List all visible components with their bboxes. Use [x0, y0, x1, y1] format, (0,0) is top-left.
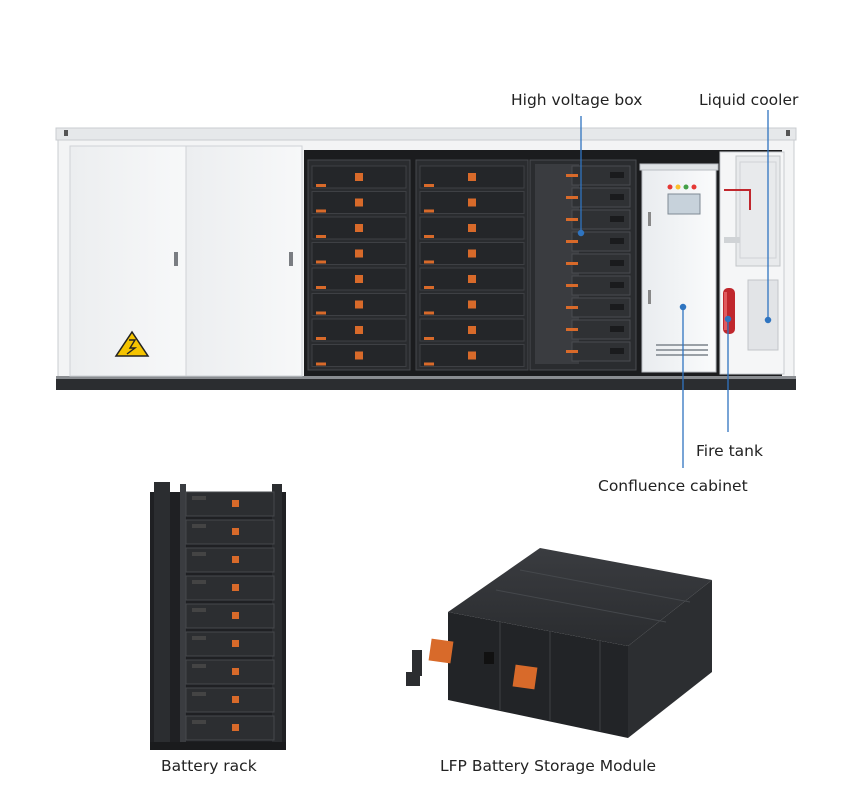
lfp-module-illustration [406, 548, 712, 738]
container-battery-module [311, 344, 407, 367]
hv-box-unit [566, 209, 631, 230]
hv-box-unit [566, 341, 631, 362]
container-battery-module [311, 242, 407, 265]
container-battery-module [419, 216, 525, 240]
confluence-cabinet-label: Confluence cabinet [598, 477, 748, 495]
rack-battery-module [185, 715, 275, 741]
container-battery-module [311, 293, 407, 316]
hv-box-unit [566, 297, 631, 318]
hv-box-unit [566, 253, 631, 274]
container-battery-module [311, 191, 407, 214]
rack-battery-module [185, 659, 275, 685]
fire-tank-cylinder [723, 288, 735, 334]
lfp-module-label: LFP Battery Storage Module [440, 757, 657, 775]
high-voltage-box-column [529, 159, 637, 371]
rack-battery-module [185, 575, 275, 601]
hv-box-unit [566, 319, 631, 340]
high-voltage-box-label: High voltage box [511, 91, 643, 109]
liquid-cooler-label: Liquid cooler [699, 91, 799, 109]
leader-lines [577, 110, 772, 468]
liquid-cooling-section [719, 151, 785, 375]
container-battery-module [311, 165, 407, 189]
container-battery-module [419, 344, 525, 367]
energy-storage-container [55, 127, 797, 390]
rack-battery-module [185, 603, 275, 629]
rack-battery-module [185, 687, 275, 713]
hv-box-unit [566, 275, 631, 296]
container-battery-module [419, 293, 525, 316]
battery-rack-illustration [150, 482, 286, 750]
container-battery-module [311, 318, 407, 342]
warning-triangle-icon [114, 330, 150, 357]
container-battery-module [311, 267, 407, 291]
battery-rack-label: Battery rack [161, 757, 257, 775]
rack-battery-module [185, 631, 275, 657]
container-battery-module [419, 165, 525, 189]
container-battery-module [419, 191, 525, 214]
hv-box-unit [566, 187, 631, 208]
container-battery-module [311, 216, 407, 240]
container-doors [69, 145, 303, 377]
fire-tank-label: Fire tank [696, 442, 763, 460]
container-battery-module [419, 242, 525, 265]
container-battery-racks [307, 159, 529, 371]
hv-box-unit [566, 165, 631, 186]
rack-battery-module [185, 491, 275, 517]
container-battery-module [419, 267, 525, 291]
rack-battery-module [185, 519, 275, 545]
rack-battery-module [185, 547, 275, 573]
hv-box-unit [566, 231, 631, 252]
container-battery-module [419, 318, 525, 342]
confluence-cabinet-unit [639, 163, 719, 373]
